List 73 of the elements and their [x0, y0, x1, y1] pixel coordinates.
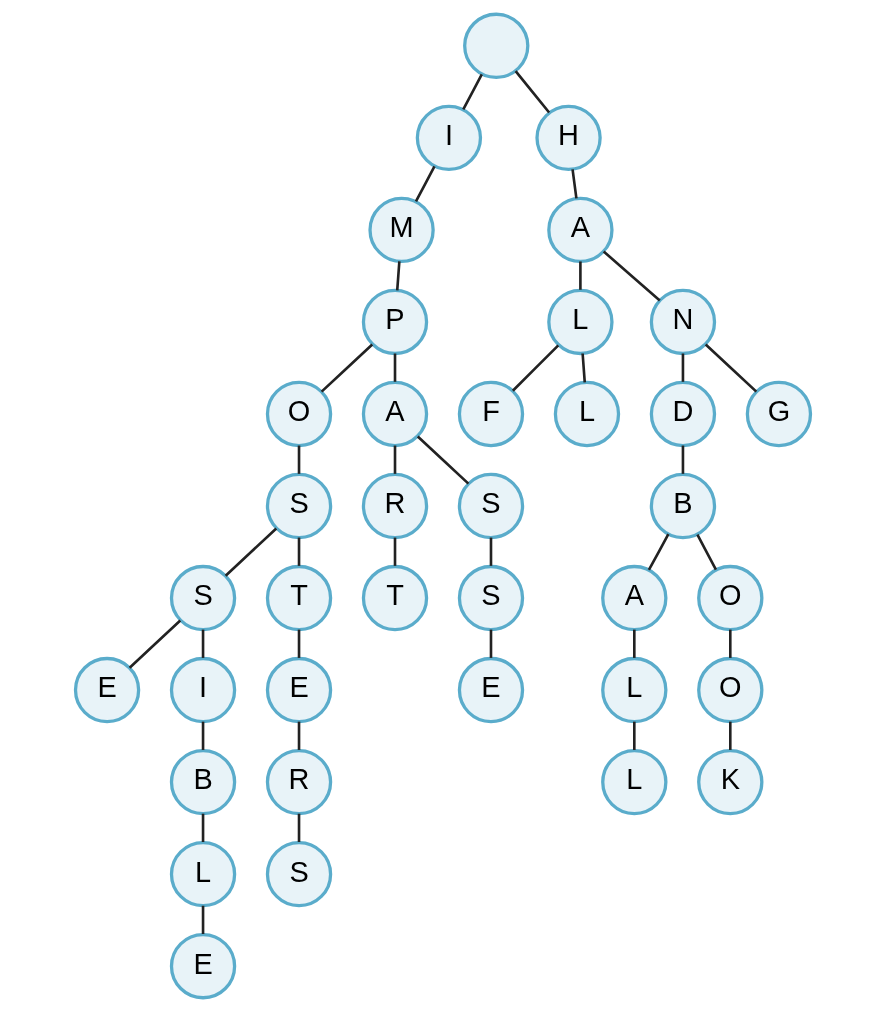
- connector: [393, 445, 397, 474]
- node-circle: T: [265, 564, 333, 631]
- connector: [297, 445, 301, 474]
- node-circle: M: [368, 196, 435, 263]
- node-circle: I: [415, 104, 483, 171]
- connector: [681, 353, 685, 382]
- connector: [647, 533, 670, 571]
- connector: [320, 342, 374, 393]
- connector: [393, 537, 397, 566]
- node-circle: E: [265, 656, 333, 723]
- node-circle: B: [649, 472, 717, 539]
- node-circle: L: [601, 656, 668, 723]
- node-circle: F: [457, 380, 525, 447]
- node-circle: H: [535, 104, 602, 171]
- node-circle: S: [457, 472, 525, 539]
- connector: [128, 619, 182, 669]
- connector: [201, 813, 205, 842]
- node-circle: K: [697, 748, 764, 815]
- connector: [728, 721, 732, 750]
- node-circle: A: [547, 196, 614, 263]
- connector: [489, 537, 493, 566]
- connector: [462, 73, 483, 110]
- connector: [297, 721, 301, 750]
- connector: [571, 168, 578, 198]
- connector: [696, 533, 718, 570]
- node-circle: L: [553, 380, 621, 447]
- node-circle: R: [361, 472, 429, 539]
- node-circle: L: [547, 288, 614, 355]
- connector: [581, 352, 587, 382]
- connector: [297, 813, 301, 842]
- node-circle: S: [457, 564, 525, 631]
- connector: [395, 260, 401, 290]
- node-circle: B: [169, 748, 237, 815]
- node-circle: G: [745, 380, 813, 447]
- connector: [511, 343, 560, 392]
- connector: [489, 629, 493, 658]
- connector: [297, 537, 301, 566]
- node-circle: O: [697, 564, 764, 631]
- connector: [416, 435, 470, 485]
- node-circle: T: [361, 564, 429, 631]
- connector: [514, 69, 551, 113]
- connector: [633, 629, 636, 658]
- node-circle: L: [169, 840, 237, 907]
- connector: [224, 527, 278, 577]
- node-circle: R: [265, 748, 333, 815]
- connector: [681, 445, 685, 474]
- connector: [201, 905, 205, 934]
- connector: [201, 721, 205, 750]
- node-circle: A: [601, 564, 668, 631]
- connector: [633, 721, 636, 750]
- node-circle: I: [169, 656, 237, 723]
- node-circle: E: [457, 656, 525, 723]
- node-circle: [463, 12, 530, 79]
- connector: [201, 629, 205, 658]
- connector: [393, 353, 397, 382]
- connector: [297, 629, 301, 658]
- node-circle: L: [601, 748, 668, 815]
- node-circle: D: [649, 380, 717, 447]
- node-circle: E: [73, 656, 141, 723]
- node-circle: O: [697, 656, 764, 723]
- node-circle: A: [361, 380, 429, 447]
- connector: [414, 165, 436, 202]
- node-circle: P: [361, 288, 429, 355]
- node-circle: S: [265, 840, 333, 907]
- node-circle: N: [649, 288, 717, 355]
- node-circle: E: [169, 932, 237, 999]
- node-circle: S: [169, 564, 237, 631]
- node-circle: S: [265, 472, 333, 539]
- connector: [602, 250, 661, 301]
- connector: [728, 629, 732, 658]
- connector: [704, 342, 758, 393]
- connector: [579, 260, 582, 290]
- node-circle: O: [265, 380, 333, 447]
